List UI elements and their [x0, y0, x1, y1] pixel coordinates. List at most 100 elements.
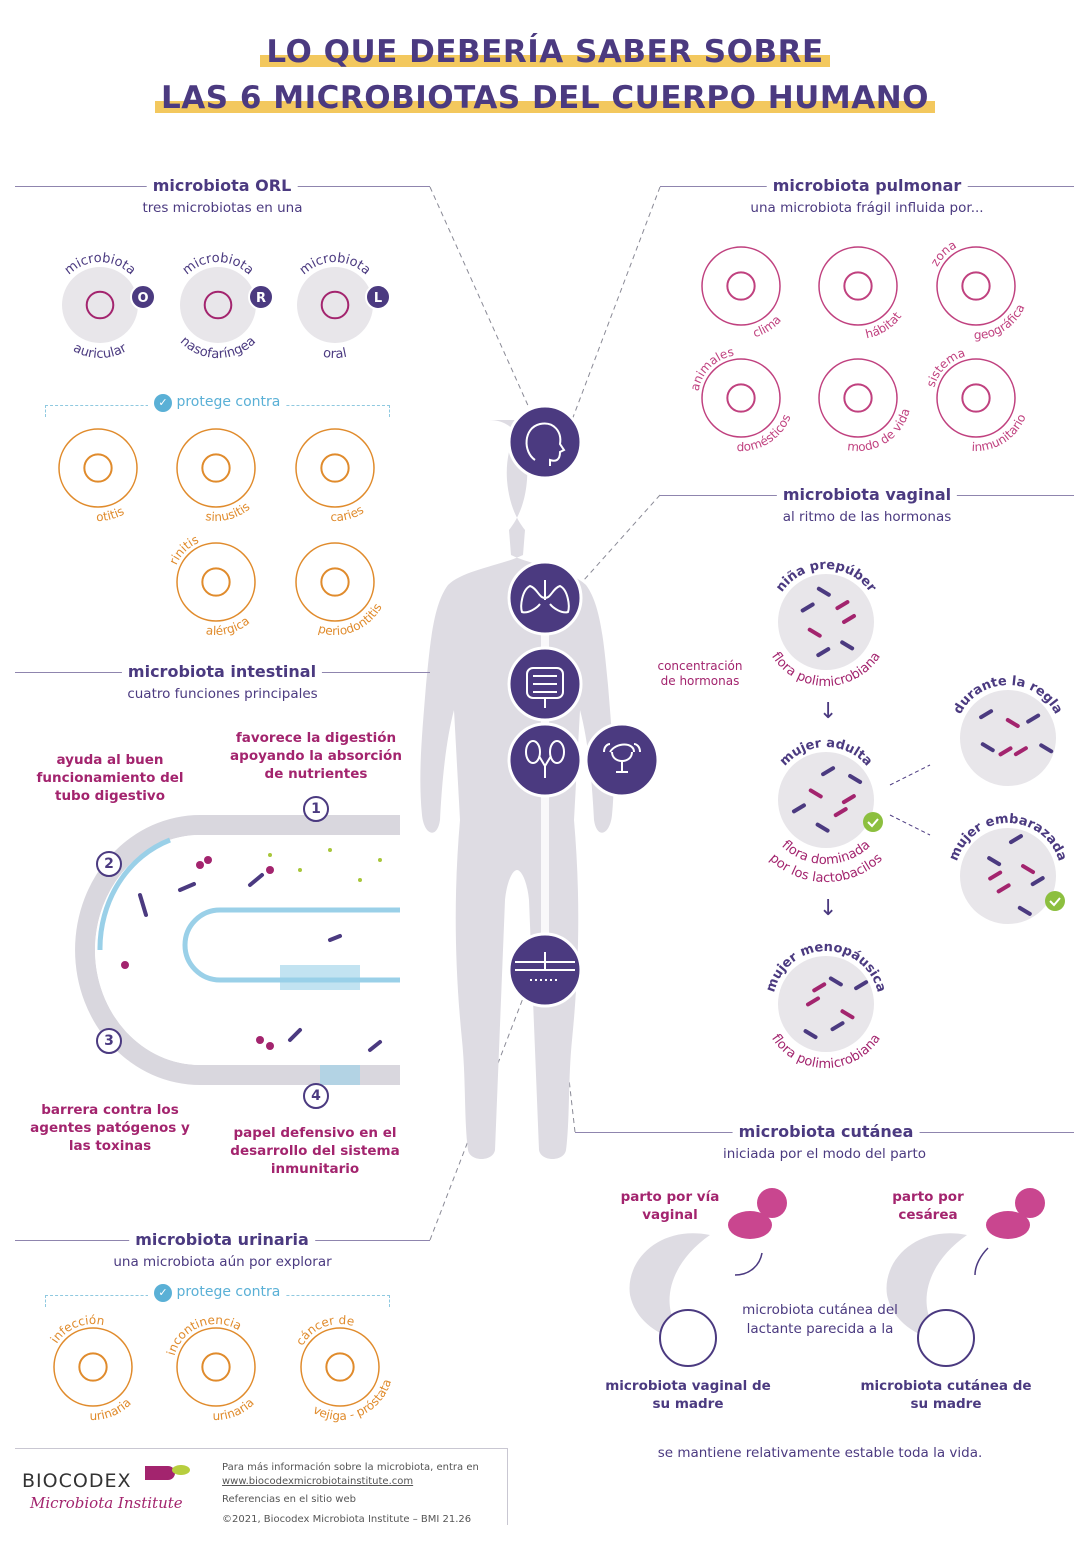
arrow-down-icon: ↓: [819, 896, 838, 921]
function-1-text: favorece la digestión apoyando la absorc…: [230, 730, 402, 782]
organ-orl-circle: [507, 404, 583, 480]
function-number-3: 3: [96, 1028, 122, 1054]
vaginal-stage-2: durante la regla: [951, 674, 1065, 786]
function-4-text: papel defensivo en el desarrollo del sis…: [230, 1125, 400, 1177]
curved-label: oral: [322, 346, 348, 362]
bacterium: [816, 586, 831, 597]
shield-icon: [961, 383, 991, 413]
nose-icon: [201, 453, 231, 483]
head-profile-icon: [525, 422, 566, 466]
urinaria-subtitle: una microbiota aún por explorar: [113, 1254, 332, 1270]
skin-layers-icon: [515, 952, 575, 981]
curved-label: caries: [330, 503, 366, 524]
title-line-1: LO QUE DEBERÍA SABER SOBRE: [0, 34, 1090, 70]
nose-icon: [203, 290, 233, 320]
function-number-2: 2: [96, 851, 122, 877]
bacterium: [1005, 718, 1020, 729]
lungs-icon: [520, 580, 570, 614]
bacterium: [1013, 746, 1028, 757]
city-icon: [843, 271, 873, 301]
bacterium: [996, 883, 1011, 894]
bacterium: [830, 1021, 845, 1032]
cesarean-label: parto por cesárea: [892, 1189, 964, 1223]
bacterium: [1030, 876, 1045, 887]
bacterium: [841, 794, 856, 805]
check-icon: [863, 812, 883, 832]
logo-shape: [145, 1466, 175, 1480]
bladder-icon: [78, 1352, 108, 1382]
similar-text: microbiota cutánea del lactante parecida…: [742, 1302, 898, 1337]
skin-layers-icon: [917, 1309, 975, 1367]
stable-text: se mantiene relativamente estable toda l…: [657, 1445, 983, 1461]
drop-icon: [201, 1352, 231, 1382]
bacterium: [808, 788, 823, 799]
bacterium: [987, 856, 1002, 867]
pills-cigarette-icon: [843, 383, 873, 413]
cutanea-subtitle: iniciada por el modo del parto: [722, 1146, 927, 1162]
mother-vaginal-label: microbiota vaginal de su madre: [605, 1378, 771, 1412]
curved-label: incontinencia: [164, 1313, 244, 1357]
bacterium: [1026, 713, 1041, 724]
bacterium: [1008, 834, 1023, 845]
curved-label: inmunitario: [971, 412, 1028, 454]
nose-drop-icon: [201, 567, 231, 597]
logo-dot: [172, 1465, 190, 1475]
intestinal-heading: microbiota intestinal: [121, 662, 323, 682]
cutanea-heading: microbiota cutánea: [732, 1122, 920, 1142]
check-shield-icon: ✓: [154, 394, 172, 412]
curved-label: domésticos: [737, 412, 794, 454]
copyright-text: ©2021, Biocodex Microbiota Institute – B…: [222, 1514, 472, 1525]
pulmonar-factor-1: hábitat: [818, 246, 904, 341]
title-line-2: LAS 6 MICROBIOTAS DEL CUERPO HUMANO: [0, 80, 1090, 116]
tooth-icon: [320, 453, 350, 483]
vaginal-heading: microbiota vaginal: [776, 485, 958, 505]
dashed-arrows: [889, 764, 931, 836]
cells-icon: [325, 1352, 355, 1382]
bacterium: [816, 647, 831, 658]
bacterium: [806, 996, 821, 1007]
curved-label: animales: [688, 345, 736, 393]
intestine-icon: [526, 667, 564, 708]
bacterium: [812, 982, 827, 993]
hormones-label: concentración de hormonas: [657, 659, 743, 688]
badge: R: [256, 291, 266, 306]
bacterium: [835, 600, 850, 611]
website-link[interactable]: www.biocodexmicrobiotainstitute.com: [222, 1476, 414, 1487]
kidneys-icon: [525, 740, 565, 778]
curved-label: infección: [48, 1313, 106, 1346]
bacterium: [1017, 905, 1032, 916]
function-2-text: ayuda al buen funcionamiento del tubo di…: [36, 752, 184, 804]
bacterium: [988, 870, 1003, 881]
bacterium: [803, 1029, 818, 1040]
bacterium: [979, 709, 994, 720]
curved-label: cáncer de: [293, 1313, 356, 1348]
organ-kidneys-circle: [507, 722, 583, 798]
tooth-gum-icon: [320, 567, 350, 597]
urinaria-heading: microbiota urinaria: [129, 1230, 315, 1250]
intestinal-subtitle: cuatro funciones principales: [127, 686, 318, 702]
orl-protects-2: caries: [295, 428, 375, 524]
pulmonar-factor-4: modo de vida: [818, 358, 913, 454]
check-shield-icon: ✓: [154, 1284, 172, 1302]
baby-icon: [986, 1188, 1045, 1239]
references-text: Referencias en el sitio web: [222, 1494, 356, 1505]
bacterium: [840, 640, 855, 651]
bacterium: [833, 807, 848, 818]
bacterium: [1021, 864, 1036, 875]
curved-label: clima: [751, 313, 784, 341]
bacterium: [854, 980, 869, 991]
bacterium: [980, 742, 995, 753]
mouth-icon: [320, 290, 350, 320]
bacterium: [800, 602, 815, 613]
orl-subtitle: tres microbiotas en una: [142, 200, 303, 216]
